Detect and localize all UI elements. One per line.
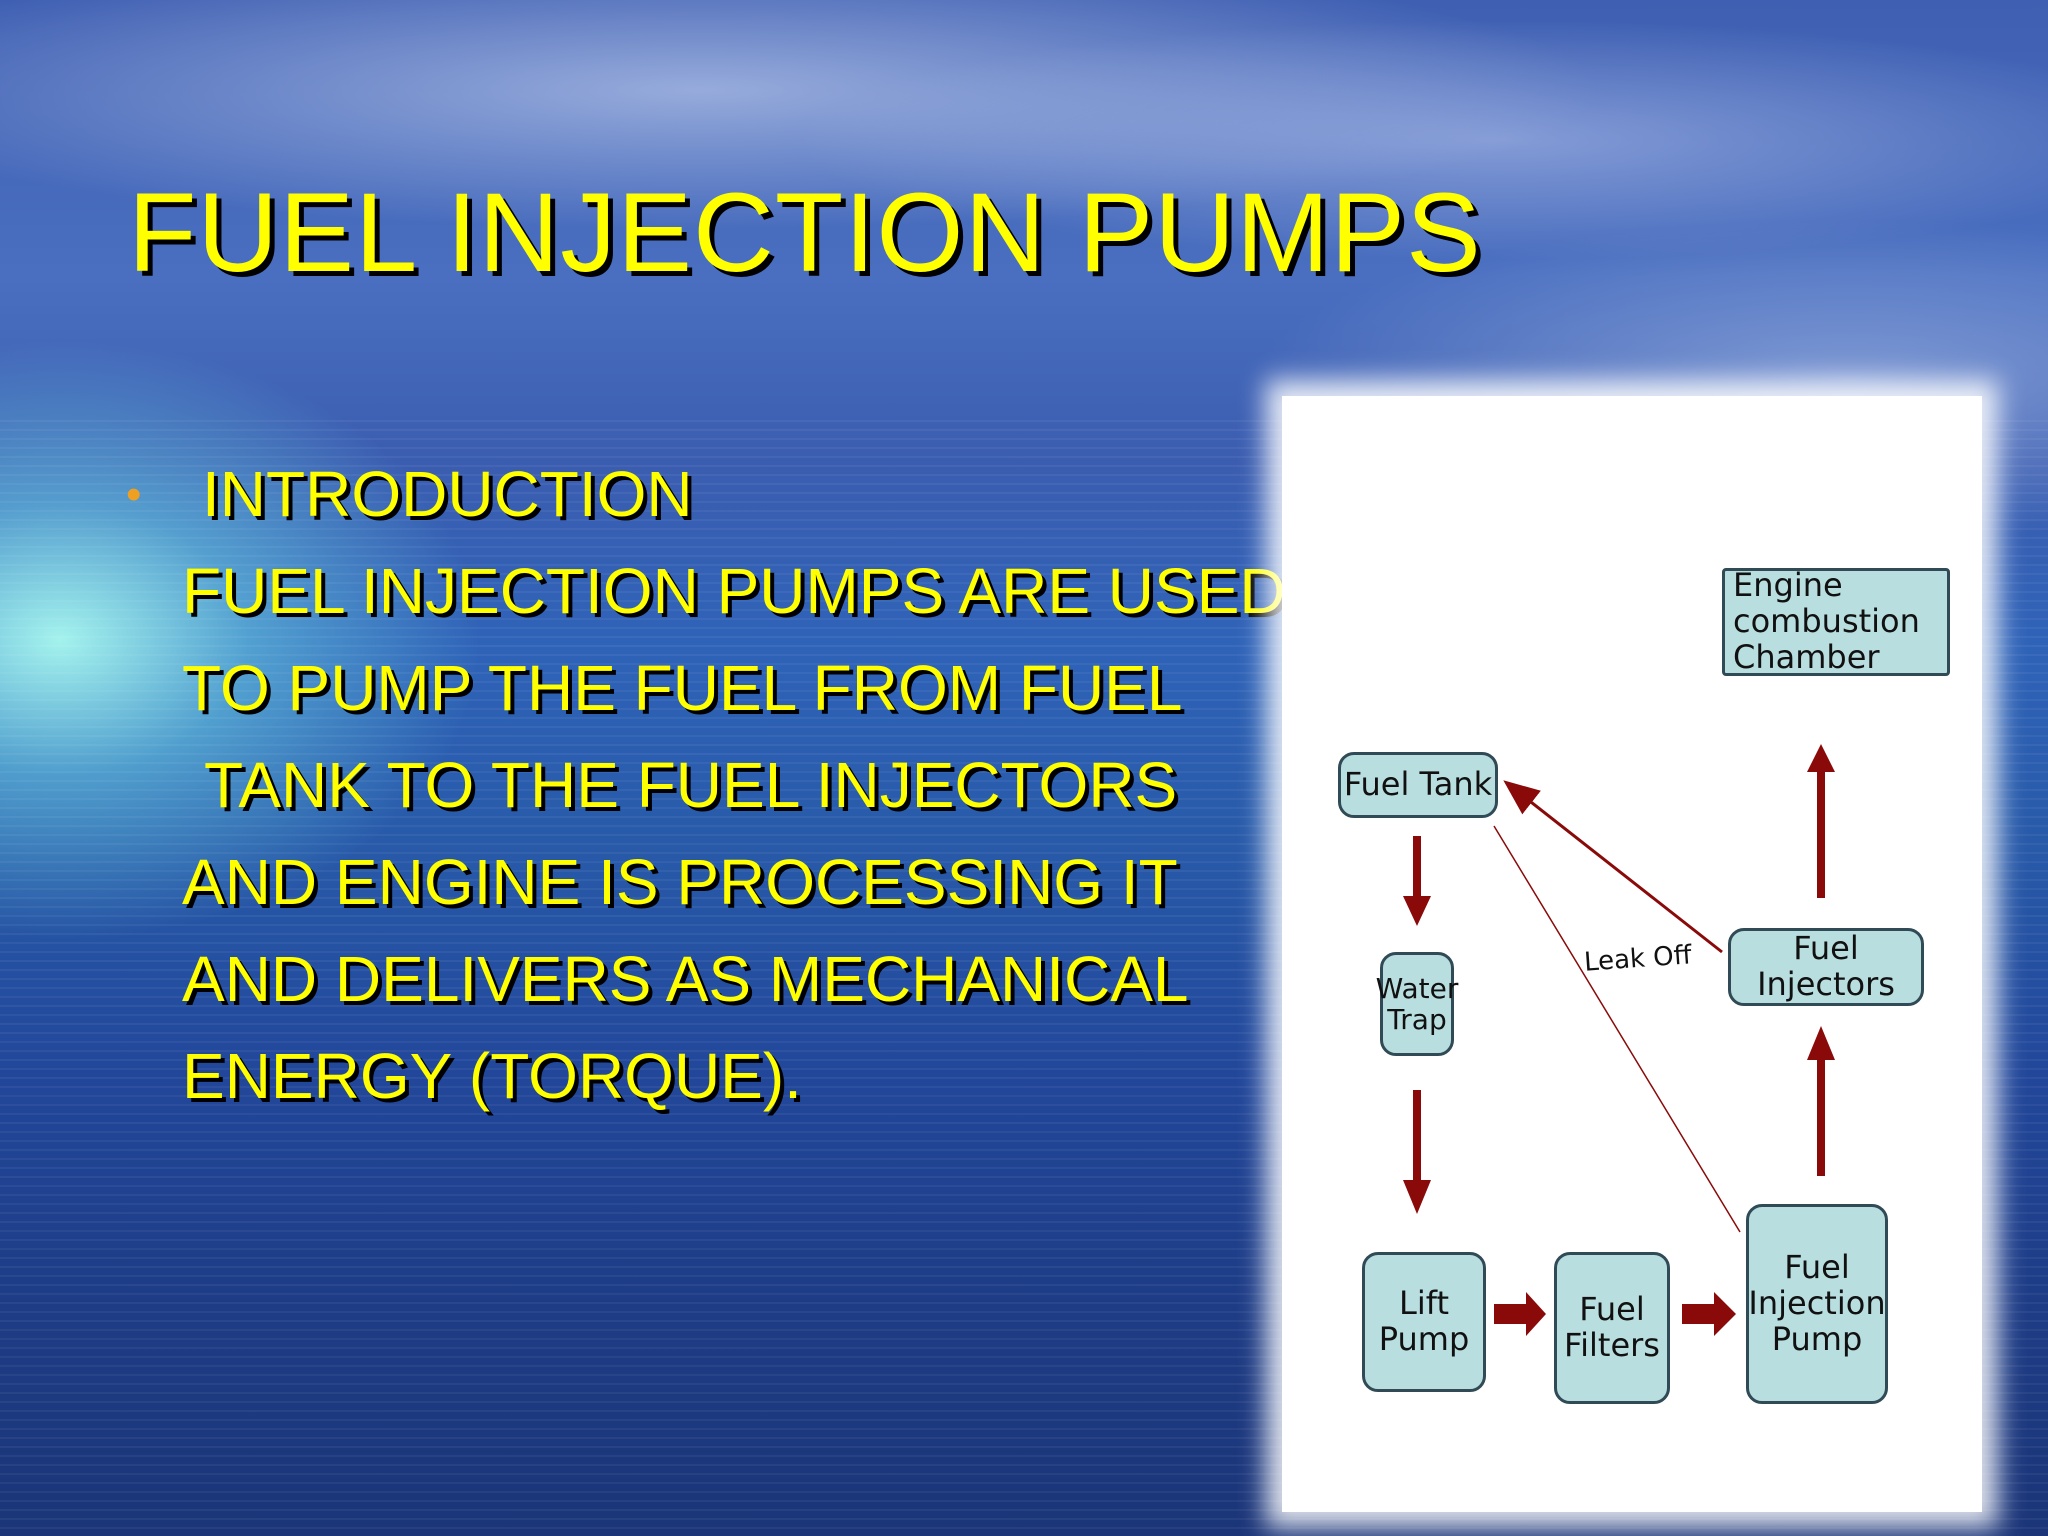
paragraph-line: AND DELIVERS AS MECHANICAL [182,943,1189,1015]
bullet-item: • INTRODUCTION [126,446,1306,543]
paragraph-line: TANK TO THE FUEL INJECTORS [204,749,1178,821]
box-engine-combustion-chamber: Engine combustion Chamber [1722,567,1950,676]
box-fuel-tank: Fuel Tank [1338,752,1498,818]
fuel-system-diagram: Fuel Tank Water Trap Lift Pump Fuel Filt… [1282,396,1982,1512]
arrow-up-icon [1807,1026,1835,1176]
box-fuel-injectors: Fuel Injectors [1728,928,1924,1006]
box-fuel-injection-pump: Fuel Injection Pump [1746,1204,1888,1404]
arrow-up-icon [1807,744,1835,898]
arrow-down-icon [1403,836,1431,926]
slide-body: • INTRODUCTION FUEL INJECTION PUMPS ARE … [126,446,1306,1125]
bullet-dot-icon: • [126,470,142,519]
slide-title: FUEL INJECTION PUMPS [128,170,1482,295]
leak-off-line [1503,780,1723,954]
paragraph-line: FUEL INJECTION PUMPS ARE USED [182,555,1286,627]
box-fuel-filters: Fuel Filters [1554,1252,1670,1404]
paragraph-line: AND ENGINE IS PROCESSING IT [182,846,1178,918]
box-water-trap: Water Trap [1376,952,1458,1056]
paragraph-line: ENERGY (TORQUE). [182,1040,802,1112]
arrow-right-icon [1494,1292,1546,1336]
arrow-down-icon [1403,1090,1431,1214]
leak-off-line [1493,825,1741,1233]
bullet-text: INTRODUCTION [202,458,693,530]
box-lift-pump: Lift Pump [1362,1252,1486,1392]
paragraph-line: TO PUMP THE FUEL FROM FUEL [182,652,1183,724]
diagram-arrows [1403,744,1835,1336]
arrow-right-icon [1682,1292,1736,1336]
